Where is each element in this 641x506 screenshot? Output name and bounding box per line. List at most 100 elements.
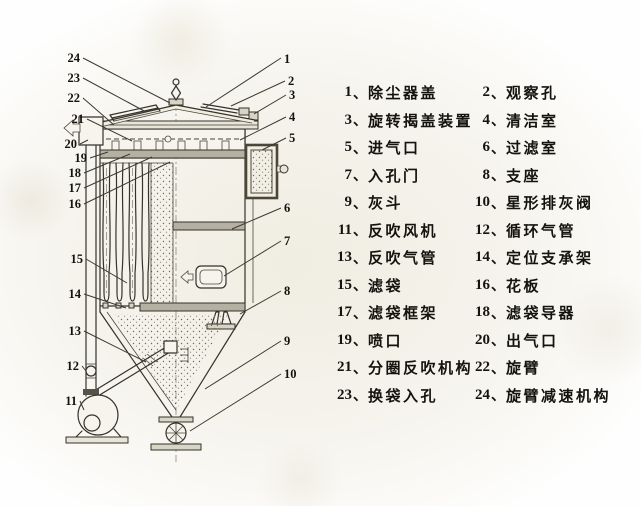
legend-separator: 、 xyxy=(491,224,505,240)
legend-item-label: 滤袋框架 xyxy=(368,306,439,323)
legend-item-label: 循环气管 xyxy=(506,223,577,240)
inflow-arrow-icon xyxy=(180,270,194,284)
legend-item-number: 4 xyxy=(482,111,491,128)
legend-item-label: 分圈反吹机构 xyxy=(368,361,474,378)
callout-leader-16 xyxy=(83,161,171,205)
legend-item-3: 3、旋转揭盖装置 xyxy=(329,110,471,131)
callout-number-7: 7 xyxy=(284,234,290,248)
legend-item-number: 12 xyxy=(475,221,490,238)
legend-item-4: 4、清洁室 xyxy=(467,110,634,131)
legend-item-label: 进气口 xyxy=(368,141,421,158)
callout-leader-4 xyxy=(239,116,287,141)
legend-item-18: 18、滤袋导器 xyxy=(467,302,634,323)
outlet-duct xyxy=(63,116,104,146)
legend-item-label: 观察孔 xyxy=(506,86,559,103)
bag-foot xyxy=(102,302,109,309)
legend-separator: 、 xyxy=(491,141,505,157)
callout-leader-2 xyxy=(230,80,286,107)
star-valve xyxy=(150,416,202,451)
callout-number-6: 6 xyxy=(284,201,290,215)
legend-separator: 、 xyxy=(353,306,367,322)
legend-item-22: 22、旋臂 xyxy=(467,357,634,378)
legend-item-label: 旋转揭盖装置 xyxy=(368,113,474,130)
dust-column xyxy=(151,163,173,305)
pipe-elbow xyxy=(163,340,178,354)
tube-sheet-band xyxy=(99,149,246,159)
callout-leader-18 xyxy=(83,153,131,174)
legend-item-20: 20、出气口 xyxy=(467,330,634,351)
legend-separator: 、 xyxy=(353,334,367,350)
legend-item-7: 7、入孔门 xyxy=(329,165,467,186)
legend-separator: 、 xyxy=(491,169,505,185)
filter-section xyxy=(99,128,254,313)
callout-number-18: 18 xyxy=(69,166,82,180)
legend-item-number: 19 xyxy=(337,331,352,348)
callout-number-12: 12 xyxy=(67,359,80,373)
legend-item-label: 出气口 xyxy=(506,333,559,350)
legend-item-16: 16、花板 xyxy=(467,275,634,296)
callout-number-16: 16 xyxy=(69,197,82,211)
legend-item-11: 11、反吹风机 xyxy=(329,220,467,241)
legend-item-label: 入孔门 xyxy=(368,168,421,185)
callout-leader-6 xyxy=(231,207,282,230)
legend-item-label: 反吹风机 xyxy=(368,223,439,240)
callout-number-19: 19 xyxy=(75,151,88,165)
callout-leader-7 xyxy=(223,240,282,277)
legend-item-number: 17 xyxy=(337,304,352,321)
callout-leader-11 xyxy=(79,400,85,411)
callout-number-10: 10 xyxy=(284,367,297,381)
callout-leader-8 xyxy=(239,290,282,315)
legend-item-9: 9、灰斗 xyxy=(329,192,467,213)
bag-foot xyxy=(128,302,135,309)
legend-item-17: 17、滤袋框架 xyxy=(329,302,467,323)
legend-separator: 、 xyxy=(491,361,505,377)
legend-item-19: 19、喷口 xyxy=(329,330,467,351)
legend-item-label: 反吹气管 xyxy=(368,251,439,268)
legend-item-label: 灰斗 xyxy=(368,196,404,213)
legend-separator: 、 xyxy=(491,279,505,295)
legend-item-number: 20 xyxy=(475,331,490,348)
callout-leader-lines xyxy=(79,57,287,432)
callout-number-13: 13 xyxy=(69,324,82,338)
callout-leader-5 xyxy=(261,137,287,151)
callout-leader-14 xyxy=(83,293,127,309)
callout-number-1: 1 xyxy=(284,52,290,66)
callout-number-24: 24 xyxy=(68,51,81,65)
legend-item-number: 5 xyxy=(344,139,353,156)
legend-item-label: 滤袋 xyxy=(368,278,404,295)
legend-item-number: 10 xyxy=(475,194,490,211)
callout-number-21: 21 xyxy=(72,112,85,126)
legend-item-label: 喷口 xyxy=(368,333,404,350)
legend-separator: 、 xyxy=(353,251,367,267)
callout-leader-20 xyxy=(79,139,89,145)
legend-item-label: 旋臂减速机构 xyxy=(506,388,612,405)
legend-item-label: 除尘器盖 xyxy=(368,86,439,103)
legend-item-label: 滤袋导器 xyxy=(506,306,577,323)
legend-item-number: 13 xyxy=(337,249,352,266)
callout-leader-23 xyxy=(82,77,147,113)
legend-item-8: 8、支座 xyxy=(467,165,634,186)
callout-leader-10 xyxy=(189,373,282,432)
legend-item-15: 15、滤袋 xyxy=(329,275,467,296)
legend-item-23: 23、换袋入孔 xyxy=(329,385,467,406)
callout-leader-9 xyxy=(204,340,282,390)
legend-separator: 、 xyxy=(353,224,367,240)
callout-number-15: 15 xyxy=(71,252,84,266)
legend-separator: 、 xyxy=(353,279,367,295)
legend-item-number: 16 xyxy=(475,276,490,293)
legend-item-2: 2、观察孔 xyxy=(467,82,634,103)
back-blow-pipe xyxy=(93,340,189,397)
callout-number-11: 11 xyxy=(65,394,77,408)
legend-item-label: 星形排灰阀 xyxy=(506,196,594,213)
pipe-valve xyxy=(85,365,97,377)
callout-number-4: 4 xyxy=(289,110,296,124)
legend-item-number: 22 xyxy=(475,359,490,376)
legend-item-number: 8 xyxy=(482,166,491,183)
legend-item-label: 换袋入孔 xyxy=(368,388,439,405)
legend-item-number: 9 xyxy=(344,194,353,211)
callout-leader-21 xyxy=(86,118,133,142)
callout-leader-19 xyxy=(89,151,109,159)
legend-item-number: 7 xyxy=(344,166,353,183)
